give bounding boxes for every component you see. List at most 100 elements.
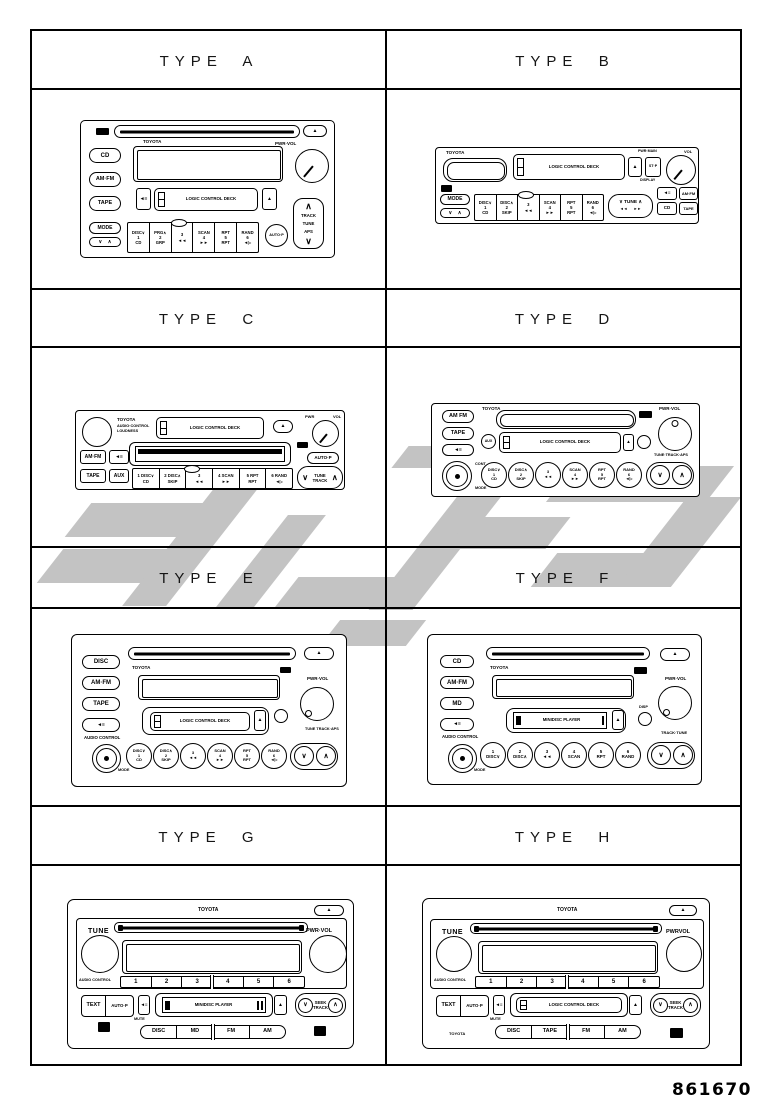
key-line: DISC∨: [478, 199, 492, 205]
cassette-window-icon: [520, 999, 527, 1011]
tape-button: TAPE: [679, 202, 698, 215]
key-line: 4: [202, 234, 206, 240]
deck-label: LOGIC CONTROL DECK: [539, 439, 591, 445]
eject-icon: ▲: [304, 647, 334, 660]
volume-knob: [666, 155, 696, 185]
key-line: DISC∧: [513, 754, 527, 759]
cd-button: CD: [89, 148, 121, 163]
md-bar-icon: [602, 716, 604, 725]
volume-knob: [309, 935, 347, 973]
md-deck: MINIDISC PLAYER: [513, 712, 607, 729]
tape-button: TAPE: [442, 427, 474, 440]
band-divider: [211, 1024, 215, 1040]
audio-control-knob: [448, 744, 477, 773]
band-key: FM: [214, 1026, 250, 1038]
preset-key: 5: [599, 977, 630, 987]
loudness-label: LOUDNESS: [117, 429, 139, 433]
md-deck: MINIDISC PLAYER: [162, 997, 266, 1013]
up-button: ∧: [673, 745, 693, 765]
key-line: 4: [573, 471, 577, 477]
display-label: DISPLAY: [640, 178, 656, 182]
cassette-window-icon: [158, 191, 165, 208]
up-chevron-icon: ∧: [328, 997, 343, 1013]
key-line: CD: [491, 476, 497, 482]
key-line: 3: [546, 469, 550, 475]
key-line: 6: [272, 752, 276, 758]
balance-slider: [518, 191, 534, 199]
type-h-header: TYPE H: [514, 829, 616, 846]
cont-label: CONT: [475, 462, 486, 466]
down-chevron-icon: ∨: [298, 997, 313, 1013]
cd-logo-badge: [96, 128, 109, 135]
rocker-label: TRACK: [667, 1005, 684, 1010]
function-key: 3◄◄: [535, 462, 561, 488]
display: [492, 675, 634, 699]
md-bar-icon: [257, 1000, 259, 1010]
band-key: TAPE: [532, 1026, 569, 1038]
key-line: RAND: [268, 747, 280, 753]
preset-key: 5: [244, 977, 275, 987]
preset-key: 4: [213, 977, 244, 987]
key-line: RPT: [596, 754, 606, 759]
tape-button: TAPE: [82, 697, 120, 711]
display: [496, 410, 636, 429]
key-line: ◄▷: [275, 478, 283, 484]
key-line: 5 RPT: [246, 473, 259, 479]
brand-label: TOYOTA: [117, 417, 136, 422]
cd-slot-opening: [120, 926, 302, 929]
mode-label: MODE: [475, 486, 487, 490]
display: [478, 941, 658, 974]
deck-eject-button: ▲: [628, 157, 642, 177]
key-line: ►►: [545, 210, 554, 216]
aux-button: [274, 709, 288, 723]
mode-label: MODE: [118, 768, 130, 772]
key-line: ◄◄: [524, 207, 533, 213]
md-button: MD: [440, 697, 474, 710]
radio-type-b: TOYOTA LOGIC CONTROL DECK ▲ PWR·MAIN ST·…: [435, 147, 699, 224]
radio-type-c: TOYOTA AUDIO·CONTROL LOUDNESS LOGIC CONT…: [75, 410, 345, 490]
down-button: ∨: [294, 746, 314, 766]
aux-button: AUX: [109, 469, 129, 483]
deck-eject-button: ▲: [623, 434, 634, 451]
mode-button: MODE: [89, 222, 121, 234]
down-chevron-icon: ∨: [653, 997, 668, 1013]
key-line: 2: [518, 749, 522, 755]
volume-knob: [295, 149, 329, 183]
key-line: ◄▷: [270, 757, 278, 763]
disp-button: [637, 435, 651, 449]
balance-slider: [171, 219, 187, 227]
type-e-header: TYPE E: [159, 570, 259, 587]
key-line: 1: [137, 234, 140, 240]
key-line: SCAN: [214, 747, 226, 753]
knob-center-icon: [454, 473, 460, 479]
knob-dot-icon: [663, 709, 670, 716]
knob-center-icon: [104, 756, 109, 761]
eject-icon: ▲: [660, 648, 690, 661]
disc-button: DISC: [82, 655, 120, 669]
type-a-header: TYPE A: [159, 53, 259, 70]
mute-button: ◄≡: [136, 188, 151, 210]
logo-badge: [98, 1022, 110, 1032]
rocker-label: TUNE: [302, 221, 315, 226]
key-line: ◄◄: [544, 474, 552, 479]
key-line: 5: [599, 749, 603, 755]
cd-button: CD: [657, 202, 677, 215]
volume-knob: [658, 686, 692, 720]
preset-key: 6: [642, 979, 646, 985]
cassette-deck: LOGIC CONTROL DECK: [156, 417, 264, 439]
